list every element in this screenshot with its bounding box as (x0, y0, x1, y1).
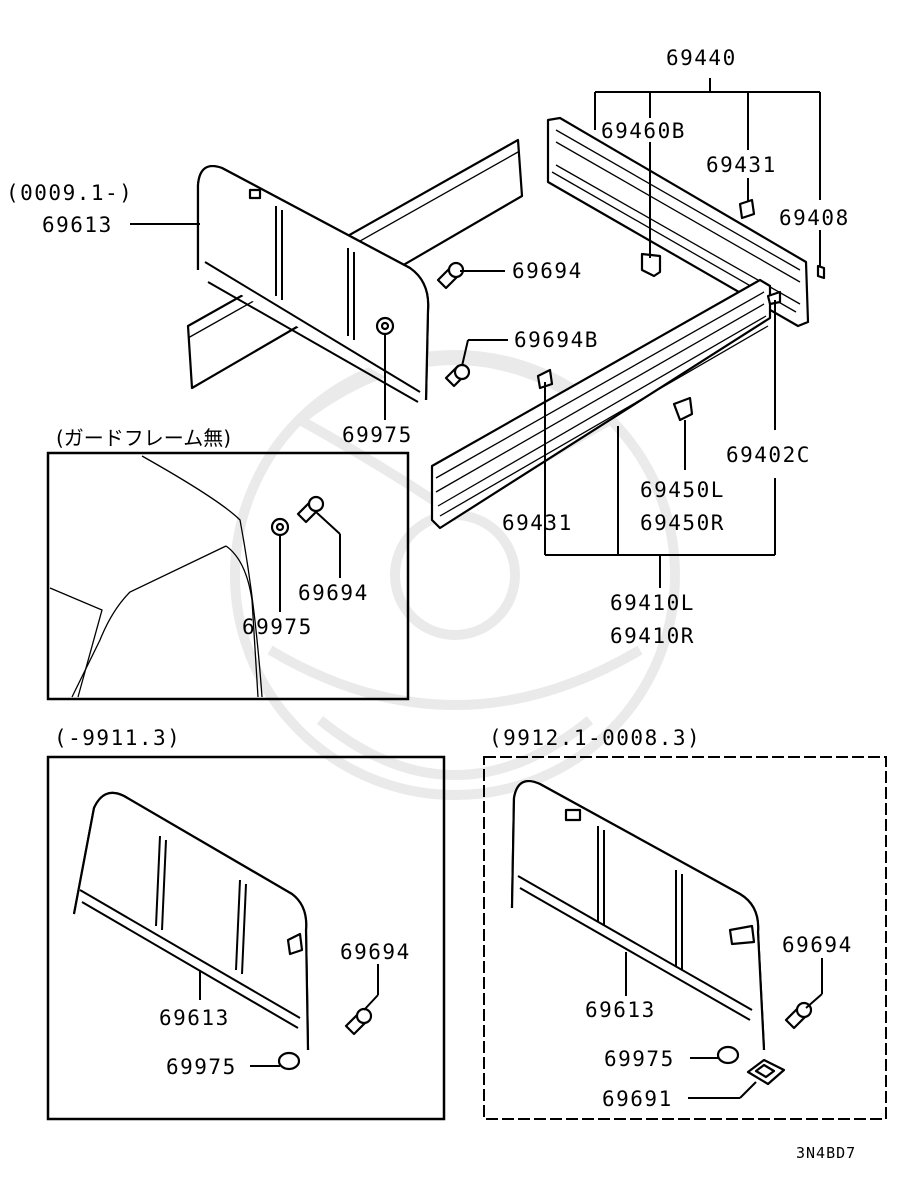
leaders-right (625, 952, 823, 1099)
label-69408: 69408 (779, 206, 850, 230)
label-69440: 69440 (666, 46, 737, 70)
inset-cab-outline (49, 455, 263, 698)
side-gate-clip-69431 (536, 368, 554, 390)
diagram-code: 3N4BD7 (796, 1144, 856, 1162)
variant-right-box (483, 756, 887, 1120)
pad-69691 (746, 1058, 786, 1086)
variant-left-box (46, 755, 446, 1121)
washer-69975-right (716, 1045, 740, 1065)
washer-69975-inset (270, 517, 290, 537)
label-69691: 69691 (602, 1087, 673, 1111)
side-gate-latch-69450 (672, 396, 694, 422)
tailgate-hinge-69460B (640, 252, 662, 278)
bolt-69694-left (344, 1007, 373, 1036)
guard-frame-right (510, 780, 766, 1051)
label-69410L: 69410L (610, 591, 695, 615)
side-gate-panel (430, 278, 772, 530)
label-69694-right: 69694 (782, 933, 853, 957)
leaders-inset (279, 511, 341, 612)
leaders-main-frame (130, 223, 508, 420)
label-69431-side: 69431 (502, 511, 573, 535)
label-69975-left: 69975 (166, 1055, 237, 1079)
label-69402C: 69402C (726, 443, 811, 467)
washer-69975-left (277, 1051, 301, 1071)
label-variant-main: (0009.1-) (6, 181, 133, 205)
label-69613-left: 69613 (159, 1006, 230, 1030)
label-69694B: 69694B (514, 328, 599, 352)
washer-69975-main (375, 316, 395, 336)
leaders-69440 (594, 78, 821, 266)
label-69460B: 69460B (601, 119, 686, 143)
leaders-69410 (544, 300, 776, 588)
bolt-69694B-main (444, 363, 471, 388)
label-69613-main: 69613 (42, 213, 113, 237)
label-69410R: 69410R (610, 624, 695, 648)
label-variant-right: (9912.1-0008.3) (489, 726, 701, 750)
tailgate-panel (546, 116, 810, 328)
label-variant-left: (-9911.3) (54, 726, 181, 750)
label-69450R: 69450R (640, 511, 725, 535)
label-69431-top: 69431 (706, 153, 777, 177)
label-69450L: 69450L (640, 478, 725, 502)
bolt-69694-inset (296, 495, 325, 524)
label-69975-main: 69975 (342, 423, 413, 447)
label-69694-inset: 69694 (298, 581, 369, 605)
label-69975-right: 69975 (604, 1047, 675, 1071)
label-inset-note: (ガードフレーム無) (56, 426, 231, 450)
side-gate-hook-69402C (766, 290, 782, 306)
guard-frame-left (72, 791, 310, 1051)
label-69694-left: 69694 (340, 940, 411, 964)
leaders-left (199, 964, 379, 1067)
tailgate-clip-69431 (738, 198, 756, 220)
label-69613-right: 69613 (585, 998, 656, 1022)
bolt-69694-main (436, 261, 465, 290)
label-69975-inset: 69975 (242, 615, 313, 639)
guard-frame-main (196, 164, 430, 403)
label-69694-main: 69694 (512, 259, 583, 283)
inset-box (46, 451, 410, 701)
tailgate-pin-69408 (816, 264, 826, 280)
